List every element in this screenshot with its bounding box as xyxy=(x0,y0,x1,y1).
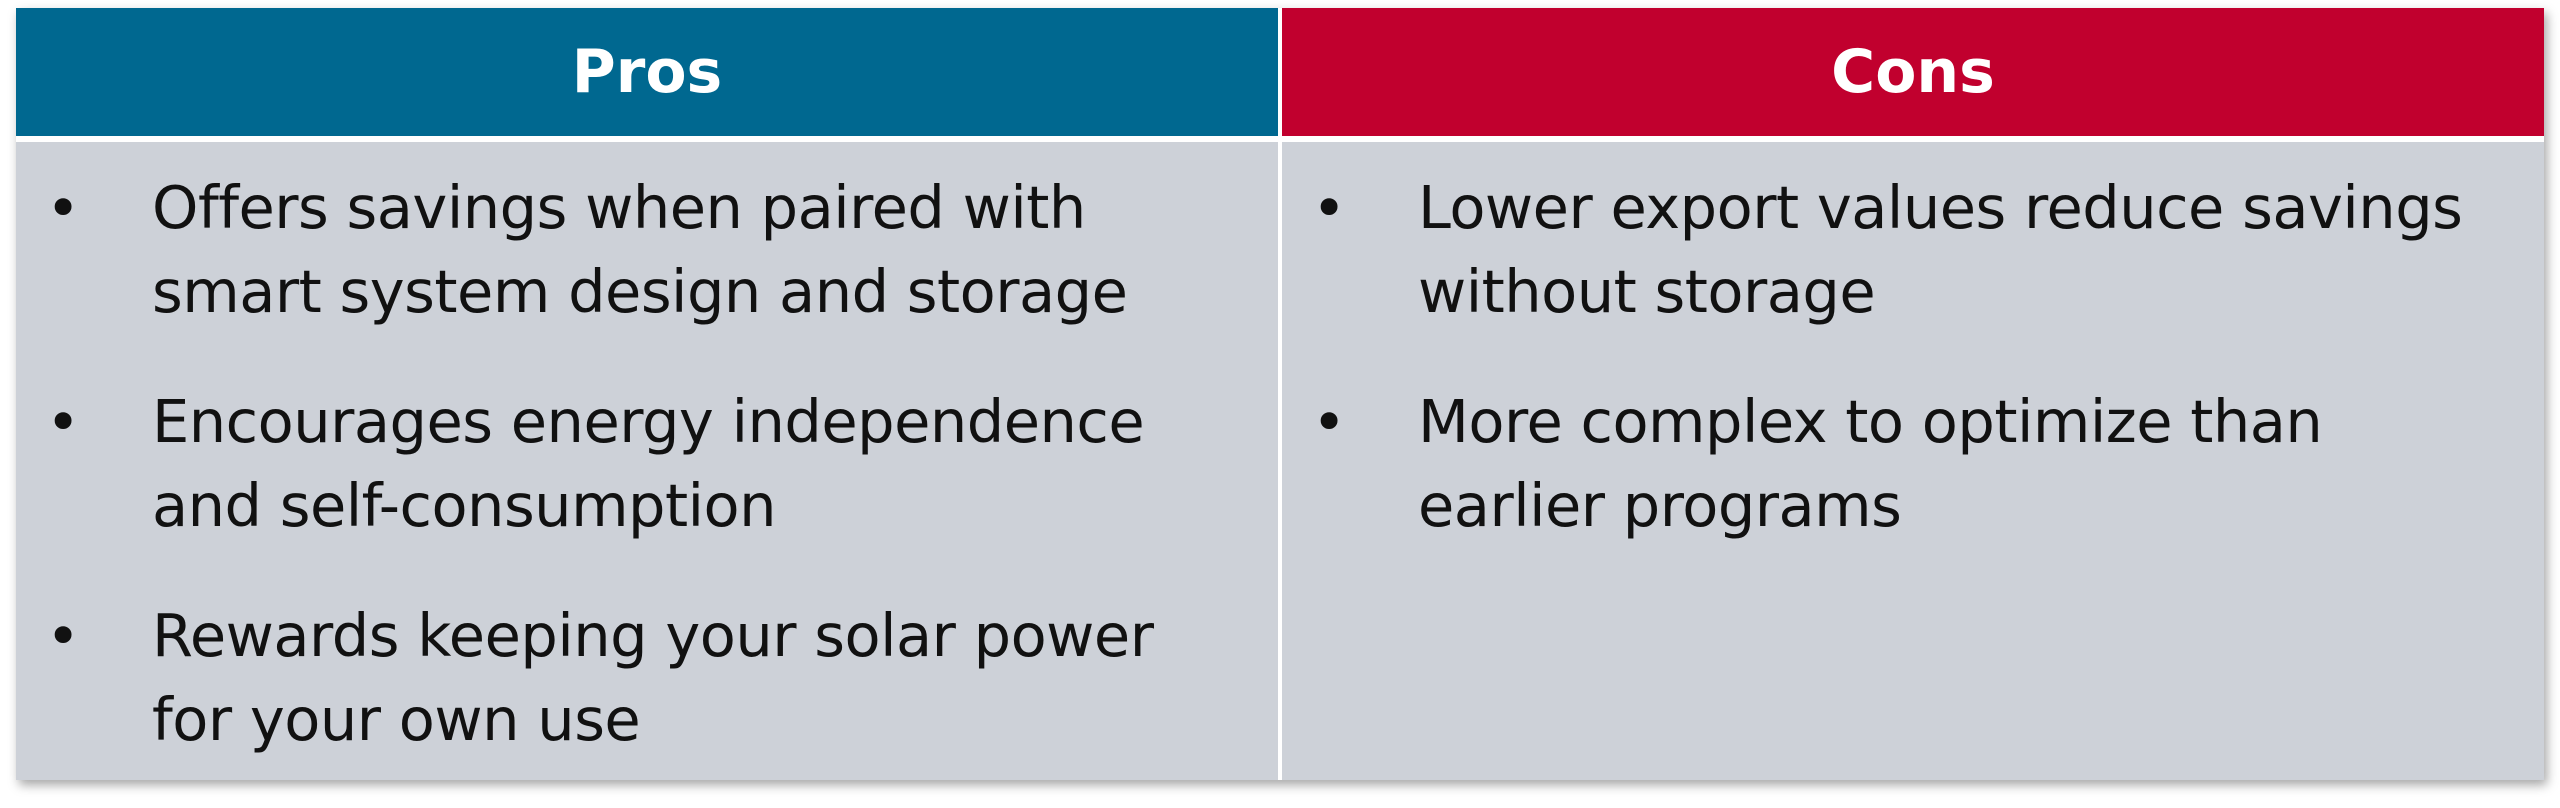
bullet-icon: • xyxy=(46,174,81,242)
pros-cons-table: Pros Cons • Offers savings when paired w… xyxy=(16,8,2544,780)
pros-list: • Offers savings when paired with smart … xyxy=(46,166,1238,762)
pros-header: Pros xyxy=(16,8,1280,142)
pros-list-item: • Rewards keeping your solar power for y… xyxy=(46,594,1238,762)
cons-cell: • Lower export values reduce savings wit… xyxy=(1280,142,2544,780)
pros-item-text: Encourages energy independence and self-… xyxy=(152,387,1145,540)
pros-list-item: • Encourages energy independence and sel… xyxy=(46,380,1238,548)
bullet-icon: • xyxy=(1312,174,1347,242)
pros-list-item: • Offers savings when paired with smart … xyxy=(46,166,1238,334)
bullet-icon: • xyxy=(46,602,81,670)
cons-header: Cons xyxy=(1280,8,2544,142)
cons-list-item: • Lower export values reduce savings wit… xyxy=(1312,166,2504,334)
pros-item-text: Rewards keeping your solar power for you… xyxy=(152,601,1154,754)
cons-list-item: • More complex to optimize than earlier … xyxy=(1312,380,2504,548)
cons-item-text: More complex to optimize than earlier pr… xyxy=(1418,387,2323,540)
bullet-icon: • xyxy=(1312,388,1347,456)
pros-cell: • Offers savings when paired with smart … xyxy=(16,142,1280,780)
bullet-icon: • xyxy=(46,388,81,456)
pros-item-text: Offers savings when paired with smart sy… xyxy=(152,173,1128,326)
cons-list: • Lower export values reduce savings wit… xyxy=(1312,166,2504,548)
cons-item-text: Lower export values reduce savings witho… xyxy=(1418,173,2463,326)
